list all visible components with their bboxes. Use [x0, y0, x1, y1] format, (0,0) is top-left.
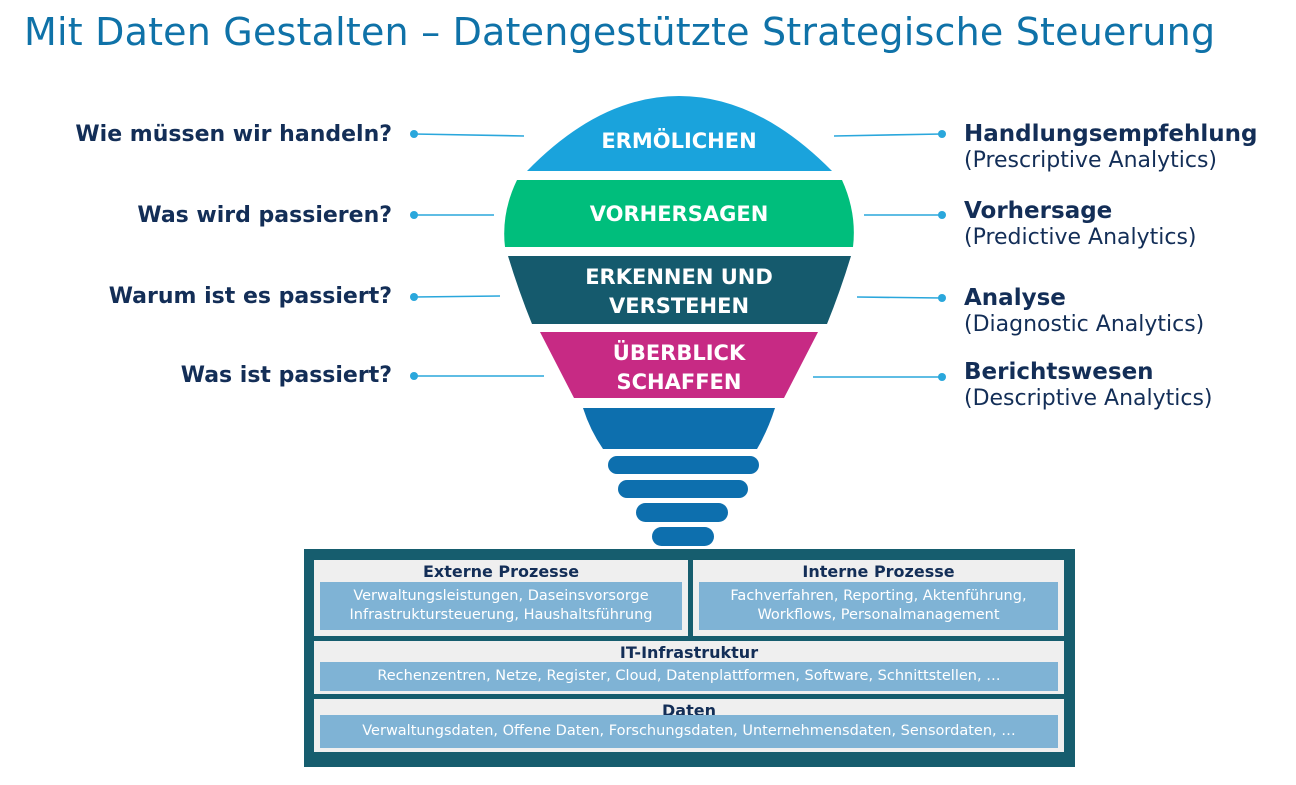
external-processes-content: Verwaltungsleistungen, Daseinsvorsorge I…: [320, 582, 682, 630]
it-infrastructure-heading: IT-Infrastruktur: [619, 643, 759, 662]
bulb-base: [583, 408, 775, 546]
connector-dot-left-1: [410, 130, 418, 138]
result-descriptive: Berichtswesen (Descriptive Analytics): [964, 359, 1213, 411]
internal-processes-line1: Fachverfahren, Reporting, Aktenführung,: [730, 588, 1027, 604]
result-diagnostic: Analyse (Diagnostic Analytics): [964, 285, 1204, 337]
connector-dot-right-2: [938, 211, 946, 219]
internal-processes-line2: Workflows, Personalmanagement: [757, 607, 1000, 623]
bulb-base-neck: [583, 408, 775, 449]
tier-understand-shape: [508, 256, 851, 324]
result-heading: Vorhersage: [964, 198, 1113, 224]
result-heading: Berichtswesen: [964, 359, 1154, 385]
it-infrastructure-line1: Rechenzentren, Netze, Register, Cloud, D…: [377, 668, 1001, 684]
left-connectors: [410, 130, 544, 380]
connector-right-1: [833, 133, 943, 137]
tier-enable-shape: [527, 96, 832, 171]
tier-predict-label: VORHERSAGEN: [590, 202, 769, 226]
tier-enable-label: ERMÖLICHEN: [601, 128, 756, 153]
result-subtitle: (Descriptive Analytics): [964, 386, 1213, 411]
result-subtitle: (Diagnostic Analytics): [964, 312, 1205, 337]
connector-right-3: [856, 296, 943, 299]
tier-overview-label-line2: SCHAFFEN: [617, 370, 742, 394]
result-prescriptive: Handlungsempfehlung (Prescriptive Analyt…: [964, 121, 1258, 173]
tier-overview-label-line1: ÜBERBLICK: [613, 340, 746, 365]
bulb-base-ring-1: [608, 456, 759, 474]
question-predictive: Was wird passieren?: [137, 203, 392, 228]
tier-overview-shape: [540, 332, 818, 398]
result-heading: Analyse: [964, 285, 1066, 311]
connector-dot-right-1: [938, 130, 946, 138]
bulb-base-ring-4: [652, 527, 714, 546]
connector-dot-right-3: [938, 294, 946, 302]
data-content: Verwaltungsdaten, Offene Daten, Forschun…: [320, 715, 1058, 748]
data-line1: Verwaltungsdaten, Offene Daten, Forschun…: [362, 723, 1016, 739]
bulb-base-ring-2: [618, 480, 748, 498]
question-descriptive: Was ist passiert?: [180, 363, 392, 388]
bulb-base-ring-3: [636, 503, 728, 522]
foundation-box: Externe Prozesse Verwaltungsleistungen, …: [304, 549, 1075, 767]
tier-understand-label-line1: ERKENNEN UND: [585, 265, 773, 289]
result-heading: Handlungsempfehlung: [964, 121, 1258, 147]
connector-dot-left-2: [410, 211, 418, 219]
internal-processes-content: Fachverfahren, Reporting, Aktenführung, …: [699, 582, 1058, 630]
internal-processes-cell: Interne Prozesse Fachverfahren, Reportin…: [693, 560, 1064, 636]
external-processes-cell: Externe Prozesse Verwaltungsleistungen, …: [314, 560, 688, 636]
right-connectors: [813, 130, 946, 381]
page-title: Mit Daten Gestalten – Datengestützte Str…: [24, 10, 1216, 54]
internal-processes-heading: Interne Prozesse: [802, 562, 955, 581]
tier-understand-label-line2: VERSTEHEN: [609, 294, 749, 318]
external-processes-line1: Verwaltungsleistungen, Daseinsvorsorge: [353, 588, 649, 604]
question-diagnostic: Warum ist es passiert?: [108, 284, 392, 309]
external-processes-heading: Externe Prozesse: [422, 562, 580, 581]
data-cell: Daten Verwaltungsdaten, Offene Daten, Fo…: [314, 699, 1064, 752]
question-prescriptive: Wie müssen wir handeln?: [75, 122, 392, 147]
connector-left-3: [413, 295, 501, 298]
result-subtitle: (Predictive Analytics): [964, 225, 1197, 250]
connector-left-1: [413, 133, 525, 137]
result-predictive: Vorhersage (Predictive Analytics): [964, 198, 1197, 250]
it-infrastructure-cell: IT-Infrastruktur Rechenzentren, Netze, R…: [314, 641, 1064, 694]
tier-predict-shape: [504, 180, 854, 247]
it-infrastructure-content: Rechenzentren, Netze, Register, Cloud, D…: [320, 662, 1058, 691]
connector-dot-left-4: [410, 372, 418, 380]
connector-dot-right-4: [938, 373, 946, 381]
connector-dot-left-3: [410, 293, 418, 301]
result-subtitle: (Prescriptive Analytics): [964, 148, 1218, 173]
external-processes-line2: Infrastruktursteuerung, Haushaltsführung: [349, 607, 653, 623]
